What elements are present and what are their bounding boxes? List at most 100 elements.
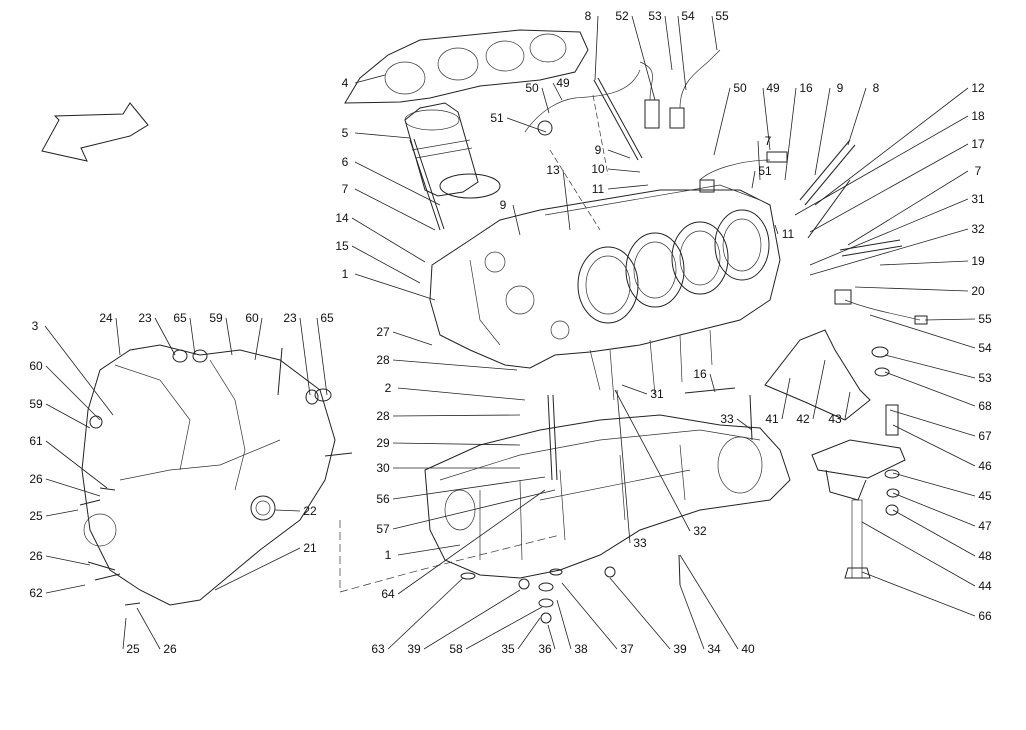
leader-line-15 <box>351 245 421 284</box>
leader-line-47 <box>892 492 976 527</box>
callout-label-9: 9 <box>837 81 844 95</box>
leader-line-24 <box>115 317 121 356</box>
callout-label-68: 68 <box>978 399 992 413</box>
leader-line-61 <box>45 440 108 489</box>
callout-label-35: 35 <box>501 642 515 656</box>
leader-line-16 <box>784 87 797 181</box>
leader-line-8 <box>594 15 599 81</box>
callout-label-26: 26 <box>29 549 43 563</box>
leader-line-52 <box>631 15 656 101</box>
leader-line-28 <box>392 414 521 417</box>
callout-label-9: 9 <box>500 198 507 212</box>
leader-line-25 <box>45 509 79 517</box>
callout-label-63: 63 <box>371 642 385 656</box>
callout-label-57: 57 <box>376 522 390 536</box>
callout-label-29: 29 <box>376 436 390 450</box>
leader-line-33 <box>736 418 753 431</box>
callout-label-52: 52 <box>615 9 629 23</box>
leader-line-4 <box>354 74 386 84</box>
leader-line-3 <box>44 325 114 416</box>
callout-label-1: 1 <box>385 548 392 562</box>
callout-label-12: 12 <box>971 81 985 95</box>
callout-label-31: 31 <box>650 387 664 401</box>
callout-label-55: 55 <box>715 9 729 23</box>
leader-line-9 <box>607 149 631 159</box>
callout-label-4: 4 <box>342 76 349 90</box>
callout-label-28: 28 <box>376 353 390 367</box>
leader-line-29 <box>392 442 521 446</box>
leader-line-9 <box>512 204 521 236</box>
leader-line-10 <box>607 168 641 173</box>
oil-filter <box>404 102 501 199</box>
leader-line-55 <box>711 15 718 51</box>
leader-line-57 <box>392 489 556 530</box>
leader-line-35 <box>517 617 541 650</box>
leader-line-23 <box>154 317 176 356</box>
leader-line-63 <box>387 577 464 650</box>
callout-label-39: 39 <box>407 642 421 656</box>
leader-line-59 <box>225 317 233 356</box>
leader-line-21 <box>214 547 301 591</box>
callout-label-65: 65 <box>173 311 187 325</box>
leader-line-37 <box>561 582 618 650</box>
leader-line-23 <box>299 317 311 396</box>
callout-label-11: 11 <box>592 182 605 196</box>
leader-line-45 <box>892 472 976 497</box>
leader-line-36 <box>547 624 556 650</box>
callout-label-28: 28 <box>376 409 390 423</box>
reference-lines <box>339 94 609 593</box>
leader-line-31 <box>809 198 969 266</box>
callout-label-64: 64 <box>381 587 395 601</box>
callout-label-18: 18 <box>971 109 985 123</box>
leader-line-19 <box>879 260 969 266</box>
callout-label-26: 26 <box>29 472 43 486</box>
leader-line-20 <box>854 286 969 292</box>
leader-line-26 <box>136 607 161 650</box>
upper-crankcase <box>429 184 781 401</box>
leader-line-2 <box>397 387 526 401</box>
leader-line-13 <box>562 169 571 231</box>
callout-label-15: 15 <box>335 239 349 253</box>
leader-line-50 <box>713 87 731 156</box>
leader-line-49 <box>762 87 771 151</box>
callout-label-41: 41 <box>765 412 779 426</box>
leader-line-42 <box>812 359 826 420</box>
callout-label-67: 67 <box>978 429 992 443</box>
leader-line-64 <box>397 489 546 595</box>
callout-label-8: 8 <box>585 9 592 23</box>
callout-label-32: 32 <box>971 222 985 236</box>
callout-label-42: 42 <box>796 412 810 426</box>
leader-line-54 <box>677 15 687 91</box>
callout-label-54: 54 <box>681 9 695 23</box>
callout-label-50: 50 <box>733 81 747 95</box>
callout-label-65: 65 <box>320 311 334 325</box>
leader-line-26 <box>45 555 91 566</box>
callout-label-20: 20 <box>971 284 985 298</box>
callout-label-45: 45 <box>978 489 992 503</box>
callout-label-37: 37 <box>620 642 634 656</box>
callout-label-9: 9 <box>595 143 602 157</box>
leader-line-39 <box>423 589 521 650</box>
callout-label-51: 51 <box>758 164 772 178</box>
leader-line-18 <box>794 115 969 216</box>
engine-mount <box>764 329 906 579</box>
callout-label-40: 40 <box>741 642 755 656</box>
leader-line-5 <box>354 132 411 139</box>
callout-label-43: 43 <box>828 412 842 426</box>
callout-label-14: 14 <box>335 211 349 225</box>
callout-label-21: 21 <box>303 541 317 555</box>
leader-line-44 <box>861 521 976 587</box>
leader-line-43 <box>844 391 851 420</box>
head-gasket <box>344 29 589 104</box>
callout-label-7: 7 <box>342 182 349 196</box>
leader-line-26 <box>45 478 101 497</box>
leader-line-53 <box>884 354 976 379</box>
leader-line-6 <box>354 161 441 206</box>
callout-label-5: 5 <box>342 126 349 140</box>
callout-label-6: 6 <box>342 155 349 169</box>
callout-label-61: 61 <box>29 434 43 448</box>
leader-line-38 <box>556 599 572 650</box>
leader-line-68 <box>884 371 976 407</box>
leader-line-58 <box>465 606 543 650</box>
leader-line-7 <box>847 170 969 246</box>
